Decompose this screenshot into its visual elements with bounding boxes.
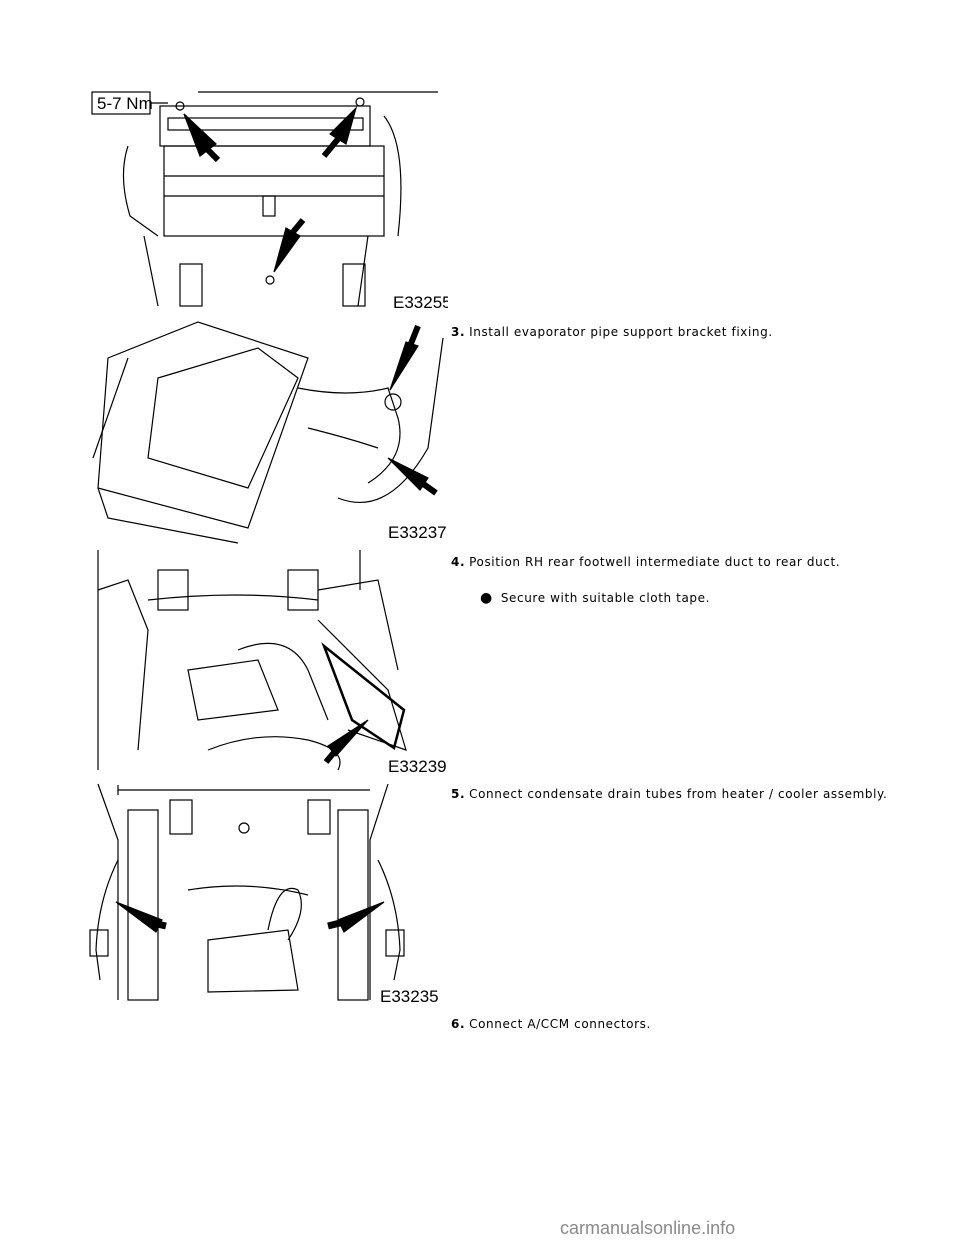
step-number: 5. bbox=[451, 787, 466, 801]
step-4-bullet: ● Secure with suitable cloth tape. bbox=[480, 590, 710, 606]
step-text: Connect condensate drain tubes from heat… bbox=[469, 787, 888, 801]
step-4: 4.Position RH rear footwell intermediate… bbox=[451, 555, 840, 569]
step-text: Install evaporator pipe support bracket … bbox=[469, 325, 773, 339]
figure-e33235: E33235 bbox=[88, 780, 448, 1008]
step-number: 6. bbox=[451, 1017, 466, 1031]
figure-e33237: E33237 bbox=[88, 318, 448, 546]
step-6: 6.Connect A/CCM connectors. bbox=[451, 1017, 651, 1031]
bullet-text: Secure with suitable cloth tape. bbox=[500, 591, 711, 605]
step-5: 5.Connect condensate drain tubes from he… bbox=[451, 787, 887, 801]
watermark: carmanualsonline.info bbox=[560, 1218, 736, 1238]
figure-id: E33237 bbox=[388, 523, 447, 542]
figure-e33239: E33239 bbox=[88, 550, 448, 776]
figure-id: E33239 bbox=[388, 757, 447, 776]
figure-e33255: 5-7 Nm E33255 bbox=[88, 86, 448, 316]
torque-label: 5-7 Nm bbox=[97, 94, 153, 113]
step-text: Position RH rear footwell intermediate d… bbox=[469, 555, 841, 569]
step-number: 4. bbox=[451, 555, 466, 569]
step-text: Connect A/CCM connectors. bbox=[469, 1017, 651, 1031]
figure-id: E33235 bbox=[380, 987, 439, 1006]
figure-id: E33255 bbox=[393, 293, 448, 312]
step-number: 3. bbox=[451, 325, 466, 339]
bullet-dot: ● bbox=[480, 590, 493, 606]
step-3: 3.Install evaporator pipe support bracke… bbox=[451, 325, 773, 339]
